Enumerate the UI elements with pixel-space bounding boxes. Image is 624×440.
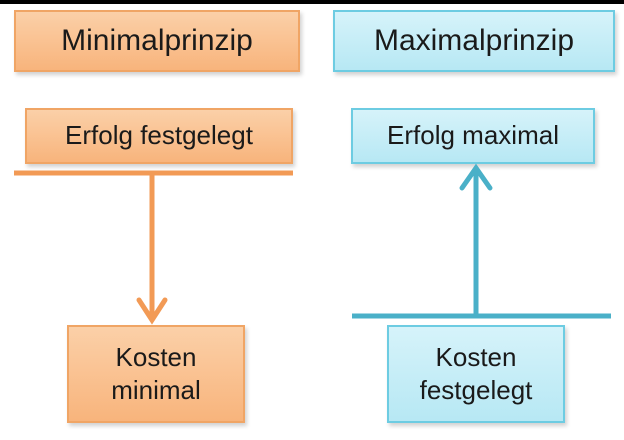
maximalprinzip-title: Maximalprinzip: [373, 23, 575, 57]
erfolg-festgelegt-label: Erfolg festgelegt: [65, 120, 253, 151]
left-arrow-head: [136, 297, 168, 325]
kosten-minimal-box: Kosten minimal: [67, 325, 245, 423]
erfolg-maximal-label: Erfolg maximal: [387, 120, 559, 151]
minimalprinzip-title: Minimalprinzip: [61, 23, 253, 57]
minimalprinzip-title-box: Minimalprinzip: [14, 10, 300, 72]
maximalprinzip-title-box: Maximalprinzip: [333, 10, 615, 72]
right-arrow-head: [459, 163, 493, 191]
kosten-festgelegt-line1: Kosten: [435, 341, 517, 372]
erfolg-maximal-box: Erfolg maximal: [351, 108, 595, 164]
kosten-festgelegt-line2: festgelegt: [419, 375, 533, 405]
kosten-festgelegt-box: Kosten festgelegt: [387, 325, 565, 423]
top-border: [0, 0, 624, 4]
kosten-minimal-line2: minimal: [111, 375, 201, 405]
erfolg-festgelegt-box: Erfolg festgelegt: [25, 108, 293, 164]
kosten-minimal-line1: Kosten: [115, 341, 197, 372]
